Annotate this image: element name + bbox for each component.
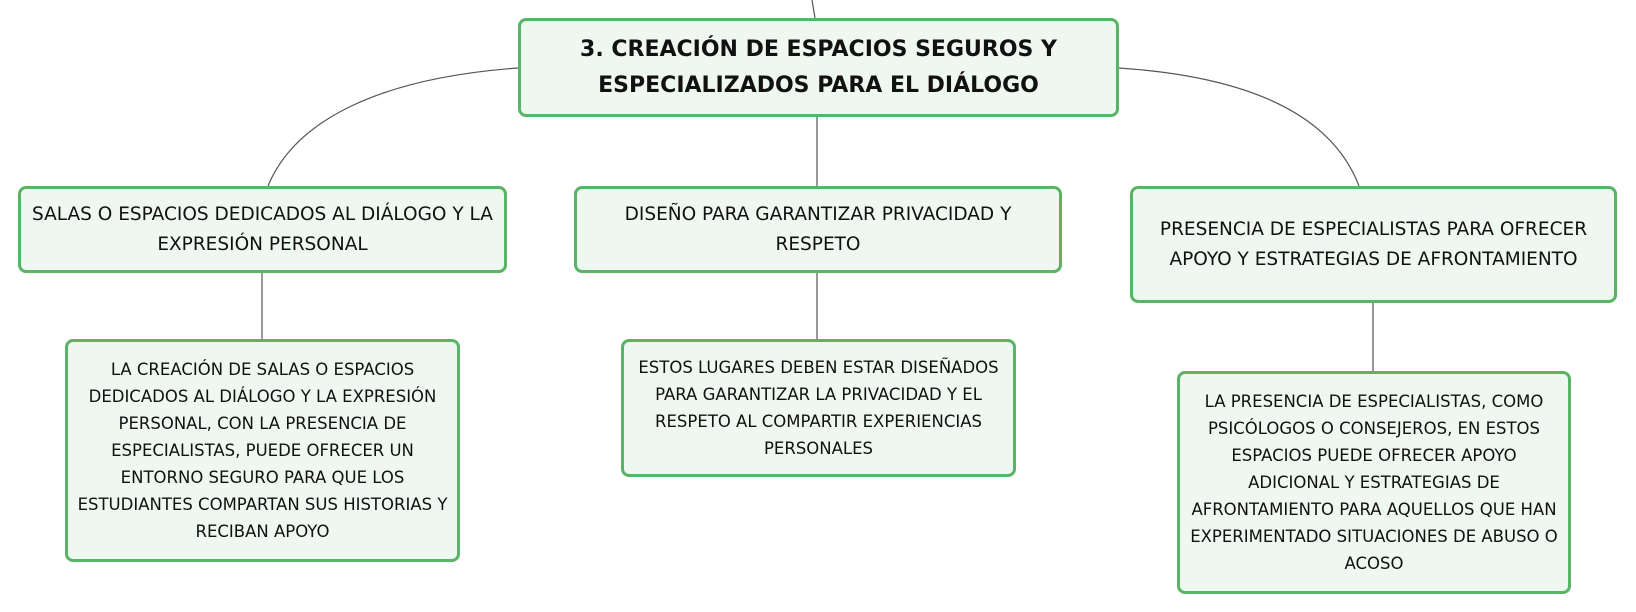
detail-node-text: LA PRESENCIA DE ESPECIALISTAS, COMO PSIC… — [1190, 392, 1558, 573]
connector-from-parent — [811, 0, 816, 19]
detail-node-text: ESTOS LUGARES DEBEN ESTAR DISEÑADOS PARA… — [638, 358, 999, 458]
branch-node-salas-espacios[interactable]: SALAS O ESPACIOS DEDICADOS AL DIÁLOGO Y … — [18, 186, 507, 273]
branch-node-label: PRESENCIA DE ESPECIALISTAS PARA OFRECER … — [1159, 218, 1588, 270]
detail-node-salas-espacios[interactable]: LA CREACIÓN DE SALAS O ESPACIOS DEDICADO… — [65, 339, 460, 562]
branch-node-diseno-privacidad[interactable]: DISEÑO PARA GARANTIZAR PRIVACIDAD Y RESP… — [574, 186, 1062, 273]
detail-node-text: LA CREACIÓN DE SALAS O ESPACIOS DEDICADO… — [77, 360, 448, 541]
branch-node-presencia-especialistas[interactable]: PRESENCIA DE ESPECIALISTAS PARA OFRECER … — [1130, 186, 1617, 303]
root-topic[interactable]: 3. CREACIÓN DE ESPACIOS SEGUROS Y ESPECI… — [518, 18, 1119, 117]
branch-node-label: DISEÑO PARA GARANTIZAR PRIVACIDAD Y RESP… — [624, 203, 1012, 255]
detail-node-presencia-especialistas[interactable]: LA PRESENCIA DE ESPECIALISTAS, COMO PSIC… — [1177, 371, 1571, 594]
root-topic-title: 3. CREACIÓN DE ESPACIOS SEGUROS Y ESPECI… — [580, 36, 1057, 98]
detail-node-diseno-privacidad[interactable]: ESTOS LUGARES DEBEN ESTAR DISEÑADOS PARA… — [621, 339, 1016, 477]
branch-node-label: SALAS O ESPACIOS DEDICADOS AL DIÁLOGO Y … — [32, 203, 493, 255]
connector-root-to-branch-1 — [267, 67, 519, 187]
connector-root-to-branch-3 — [1118, 67, 1360, 187]
